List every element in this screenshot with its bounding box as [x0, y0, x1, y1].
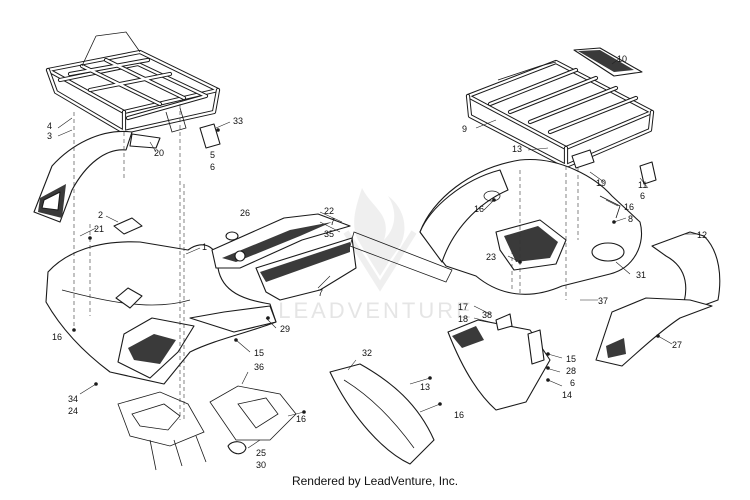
callout-17: 17 — [458, 302, 468, 312]
rear-lower-panel — [447, 313, 551, 411]
callout-labels: 4 3 33 20 5 6 2 21 1 16 26 22 7 35 7 29 … — [47, 54, 707, 470]
watermark-text: LEADVENTURE — [278, 298, 474, 323]
callout-6-low: 6 — [570, 378, 575, 388]
callout-30: 30 — [256, 460, 266, 470]
callout-20: 20 — [154, 148, 164, 158]
callout-22: 22 — [324, 206, 334, 216]
leader-lines — [57, 57, 700, 449]
callout-21: 21 — [94, 224, 104, 234]
front-rack — [45, 31, 221, 135]
plate-11 — [639, 161, 657, 185]
front-inner-fender — [33, 130, 133, 223]
callout-27: 27 — [672, 340, 682, 350]
bracket-20 — [129, 133, 161, 149]
callout-13-rear: 13 — [512, 144, 522, 154]
callout-25: 25 — [256, 448, 266, 458]
front-lower-frame — [117, 385, 297, 471]
callout-11: 11 — [638, 180, 647, 190]
callout-14: 14 — [562, 390, 572, 400]
callout-24: 24 — [68, 406, 78, 416]
callout-16-rear: 16 — [474, 204, 484, 214]
grommet-26 — [225, 231, 239, 241]
callout-8: 8 — [628, 214, 633, 224]
callout-15: 15 — [254, 348, 264, 358]
callout-23: 23 — [486, 252, 496, 262]
callout-36: 36 — [254, 362, 264, 372]
rear-fender — [419, 158, 642, 295]
callout-29: 29 — [280, 324, 290, 334]
credit-text: Rendered by LeadVenture, Inc. — [291, 474, 459, 488]
plate-5 — [199, 123, 221, 149]
callout-6: 6 — [210, 162, 215, 172]
callout-18: 18 — [458, 314, 468, 324]
watermark-logo — [343, 188, 417, 292]
front-fender — [45, 241, 277, 385]
callout-16: 16 — [52, 332, 62, 342]
callout-35: 35 — [324, 229, 334, 239]
callout-4: 4 — [47, 121, 52, 131]
callout-9: 9 — [462, 124, 467, 134]
callout-37: 37 — [598, 296, 608, 306]
panel-strip — [349, 231, 453, 283]
callout-28: 28 — [566, 366, 576, 376]
callout-19: 19 — [596, 178, 606, 188]
side-panel — [211, 213, 357, 301]
bracket-19 — [571, 149, 595, 169]
hardware-dots — [72, 128, 660, 414]
lower-panel-32 — [329, 363, 435, 465]
callout-7-lower: 7 — [318, 288, 323, 298]
callout-26: 26 — [240, 208, 250, 218]
callout-12: 12 — [697, 230, 707, 240]
callout-3: 3 — [47, 131, 52, 141]
decal-2 — [113, 217, 143, 235]
callout-32: 32 — [362, 348, 372, 358]
callout-33: 33 — [233, 116, 243, 126]
callout-16-low: 16 — [454, 410, 464, 420]
callout-34: 34 — [68, 394, 78, 404]
callout-5: 5 — [210, 150, 215, 160]
callout-16-right: 16 — [624, 202, 634, 212]
callout-15-rear: 15 — [566, 354, 576, 364]
rear-mudflap — [595, 231, 721, 367]
callout-7: 7 — [330, 217, 335, 227]
callout-1: 1 — [202, 242, 207, 252]
callout-2: 2 — [98, 210, 103, 220]
rear-rack — [465, 59, 655, 169]
callout-16-mid: 16 — [296, 414, 306, 424]
callout-13: 13 — [420, 382, 430, 392]
clamp-25 — [227, 441, 247, 455]
callout-10: 10 — [617, 54, 627, 64]
callout-6-rear: 6 — [640, 191, 645, 201]
callout-31: 31 — [636, 270, 646, 280]
callout-38: 38 — [482, 310, 492, 320]
